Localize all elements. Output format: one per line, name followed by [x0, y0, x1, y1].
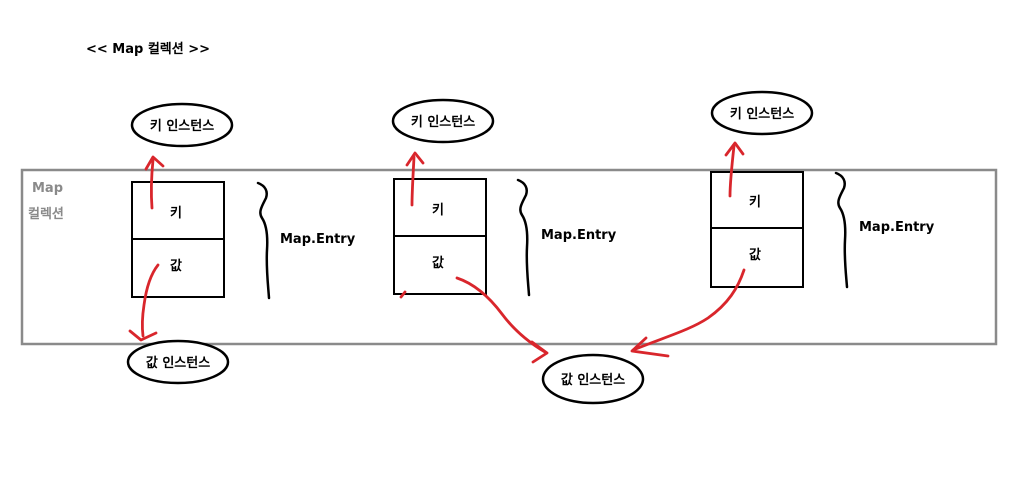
- entry-label: Map.Entry: [859, 220, 935, 235]
- arrow-head: [128, 329, 158, 342]
- container-label-map: Map: [32, 181, 63, 196]
- instance-ellipse: [130, 102, 234, 148]
- diagram-title: << Map 컬렉션 >>: [86, 41, 210, 57]
- entry-box: [710, 171, 804, 288]
- value-instance-label: 값 인스턴스: [146, 355, 210, 371]
- container-label-collection: 컬렉션: [28, 206, 64, 222]
- arrow-shaft: [728, 144, 736, 198]
- arrow-head: [630, 336, 670, 358]
- key-cell-label: 키: [432, 203, 444, 218]
- map-entry-2: 키 값 Map.Entry: [393, 178, 617, 297]
- value-instance-label: 값 인스턴스: [561, 372, 625, 388]
- entry-label: Map.Entry: [541, 228, 617, 243]
- value-cell-label: 값: [432, 255, 444, 271]
- arrow-head: [405, 151, 425, 167]
- instance-ellipse: [710, 90, 814, 136]
- value-instance-2: 값 인스턴스: [541, 353, 645, 405]
- value-instance-1: 값 인스턴스: [126, 339, 230, 385]
- value-cell-label: 값: [170, 258, 182, 274]
- arrow-head: [724, 141, 745, 157]
- arrow-shaft: [631, 268, 746, 352]
- arrow-head: [530, 340, 549, 364]
- key-instance-2: 키 인스턴스: [391, 98, 495, 144]
- arrow-head: [144, 155, 165, 171]
- map-entry-3: 키 값 Map.Entry: [710, 171, 935, 289]
- arrow-shaft: [140, 263, 160, 338]
- key-instance-label: 키 인스턴스: [411, 114, 475, 130]
- entry-brace: [256, 181, 271, 300]
- key-instance-label: 키 인스턴스: [150, 118, 214, 134]
- key-instance-1: 키 인스턴스: [130, 102, 234, 148]
- map-entry-1: 키 값 Map.Entry: [131, 181, 356, 300]
- stray-stroke: [399, 290, 407, 299]
- key-cell-label: 키: [170, 206, 182, 221]
- key-instance-label: 키 인스턴스: [730, 106, 794, 122]
- arrow-shaft: [410, 155, 416, 207]
- instance-ellipse: [391, 98, 495, 144]
- arrow-value-2: [455, 276, 549, 364]
- value-cell-label: 값: [749, 247, 761, 263]
- instance-ellipse: [541, 353, 645, 405]
- arrow-key-1: [144, 155, 165, 210]
- entry-label: Map.Entry: [280, 232, 356, 247]
- key-instance-3: 키 인스턴스: [710, 90, 814, 136]
- key-cell-label: 키: [749, 195, 761, 210]
- arrow-value-1: [128, 263, 160, 342]
- instance-ellipse: [126, 339, 230, 385]
- entry-brace: [834, 171, 849, 289]
- arrow-key-3: [724, 141, 745, 198]
- entry-brace: [516, 178, 531, 297]
- map-collection-container: [20, 168, 998, 346]
- arrow-value-3: [630, 268, 746, 358]
- arrow-shaft: [149, 158, 155, 210]
- arrow-key-2: [405, 151, 425, 207]
